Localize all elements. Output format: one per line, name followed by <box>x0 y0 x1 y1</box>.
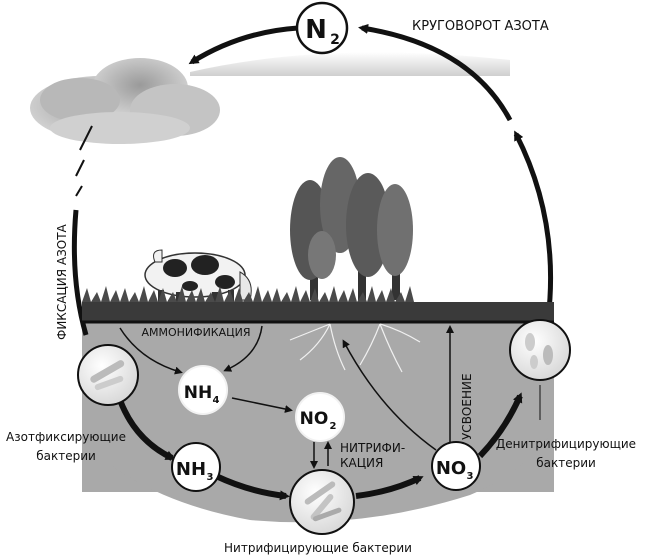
cycle-arc-bottom-mid <box>214 473 290 501</box>
cycle-arc-bottom-left <box>117 398 176 461</box>
label-denitrifying-line1: Денитрифицирующие <box>496 437 636 451</box>
trees-icon <box>290 157 413 300</box>
label-nitrification-line1: НИТРИФИ- <box>340 441 405 455</box>
label-fixation: ФИКСАЦИЯ АЗОТА <box>55 223 69 340</box>
arrow-nh4-no2 <box>231 397 293 413</box>
node-no3: NO 3 <box>431 441 481 491</box>
soil-bottom-curve <box>82 430 554 523</box>
label-nitrifying: Нитрифицирующие бактерии <box>224 541 412 555</box>
label-assimilation: УСВОЕНИЕ <box>460 373 474 440</box>
grass-band <box>82 286 554 322</box>
cycle-arc-right <box>513 130 554 321</box>
node-nh4-sub: 4 <box>213 395 220 406</box>
label-nitrogen-fixing-line1: Азотфиксирующие <box>6 430 126 444</box>
node-n2: N 2 <box>295 1 349 55</box>
node-nh3-main: NH <box>176 459 206 480</box>
denitrifying-bacteria-icon <box>509 319 571 381</box>
node-no3-sub: 3 <box>467 471 474 482</box>
diagram-title: КРУГОВОРОТ АЗОТА <box>412 19 549 34</box>
node-nh4: NH 4 <box>178 365 228 415</box>
cycle-arc-top-right <box>358 23 513 122</box>
node-no3-main: NO <box>436 458 466 479</box>
node-n2-sub: 2 <box>330 32 340 48</box>
ammonification-arc-right <box>223 325 263 372</box>
cycle-arc-top-left <box>188 25 299 65</box>
ammonification-arc <box>119 327 183 375</box>
label-denitrifying-line2: бактерии <box>536 456 596 470</box>
cycle-arc-bottom-right <box>355 475 424 499</box>
node-no2-main: NO <box>300 409 329 429</box>
cycle-arc-lower-right <box>477 392 523 459</box>
node-no2-sub: 2 <box>330 421 337 432</box>
sky-haze <box>190 52 510 76</box>
lightning-icon <box>75 125 93 197</box>
nitrogen-fixing-bacteria-icon <box>77 344 139 406</box>
node-nh3: NH 3 <box>171 442 221 492</box>
label-nitrogen-fixing-line2: бактерии <box>36 449 96 463</box>
node-nh4-main: NH <box>184 383 212 403</box>
label-ammonification: АММОНИФИКАЦИЯ <box>141 326 250 339</box>
node-n2-main: N <box>305 15 327 45</box>
node-no2: NO 2 <box>295 392 345 442</box>
arrow-no3-to-roots <box>342 339 437 451</box>
nitrifying-bacteria-icon <box>289 469 355 535</box>
roots-icon <box>289 323 421 373</box>
cloud-icon <box>30 58 220 144</box>
node-nh3-sub: 3 <box>207 472 214 483</box>
label-nitrification-line2: КАЦИЯ <box>340 456 383 470</box>
